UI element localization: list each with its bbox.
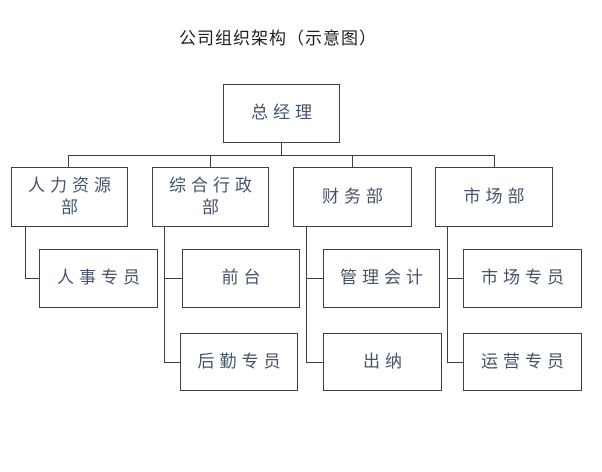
node-general-admin-department: 综合行政 部: [152, 167, 269, 227]
connector-hr-child1: [25, 278, 39, 279]
connector-drop-admin: [210, 155, 211, 168]
connector-marketing-stem: [447, 227, 448, 363]
node-finance-department: 财务部: [293, 167, 412, 227]
node-operations-specialist: 运营专员: [463, 333, 582, 391]
connector-marketing-child2: [447, 362, 463, 363]
connector-marketing-child1: [447, 278, 463, 279]
node-hr-department: 人力资源 部: [11, 167, 128, 227]
chart-title: 公司组织架构（示意图）: [179, 29, 377, 48]
node-general-manager: 总经理: [223, 84, 340, 143]
connector-finance-stem: [306, 227, 307, 363]
node-logistics-specialist: 后勤专员: [180, 333, 298, 391]
node-front-desk: 前台: [182, 249, 300, 308]
node-cashier: 出纳: [323, 333, 442, 391]
connector-root-stem: [281, 143, 282, 156]
connector-drop-finance: [352, 155, 353, 168]
connector-admin-child1: [164, 278, 182, 279]
node-marketing-specialist: 市场专员: [463, 249, 582, 308]
connector-drop-marketing: [494, 155, 495, 168]
connector-admin-child2: [164, 362, 180, 363]
node-hr-specialist: 人事专员: [39, 249, 158, 308]
connector-level2-rail: [68, 155, 495, 156]
node-management-accountant: 管理会计: [323, 249, 440, 308]
connector-admin-stem: [164, 227, 165, 363]
connector-drop-hr: [68, 155, 69, 168]
connector-finance-child1: [306, 278, 323, 279]
connector-finance-child2: [306, 362, 323, 363]
node-marketing-department: 市场部: [435, 167, 553, 227]
connector-hr-stem: [25, 227, 26, 279]
